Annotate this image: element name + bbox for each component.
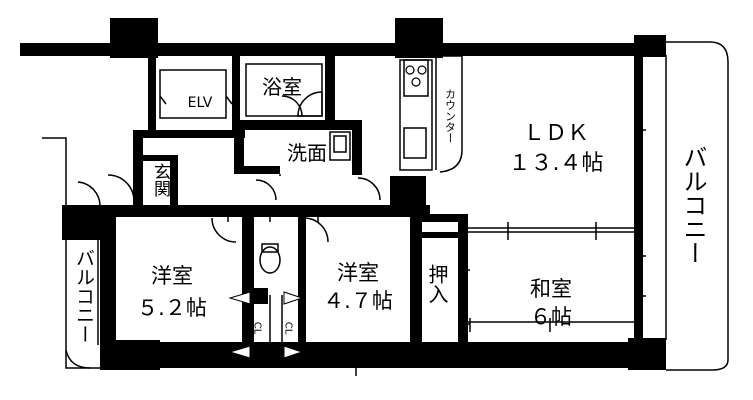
cl-left-label: CL: [252, 322, 263, 335]
balcony-left-label: バルコニー: [73, 249, 95, 344]
western-left-size: ５.２帖: [137, 296, 207, 320]
interior-lines: [42, 41, 729, 376]
western-center-name: 洋室: [337, 261, 379, 285]
western-center-size: ４.７帖: [323, 289, 393, 313]
japanese-name: 和室: [530, 277, 572, 301]
japanese-size: ６帖: [530, 305, 572, 329]
ldk-name: ＬＤＫ: [523, 121, 589, 146]
washroom-label: 洗面: [287, 141, 327, 165]
stove-icon: [405, 65, 427, 87]
western-left-name: 洋室: [151, 264, 193, 288]
entrance-label: 玄関: [150, 163, 170, 197]
ldk-size: １３.４帖: [509, 151, 604, 176]
walls: [20, 18, 666, 370]
cl-right-label: CL: [283, 322, 294, 335]
bath-label: 浴室: [262, 75, 302, 99]
cl-door-markers: [228, 291, 304, 359]
balcony-right-label: バルコニー: [679, 145, 707, 265]
elevator-label: ELV: [188, 95, 213, 111]
counter-label: カウンター: [444, 88, 457, 143]
closet-label: 押入: [425, 264, 449, 304]
